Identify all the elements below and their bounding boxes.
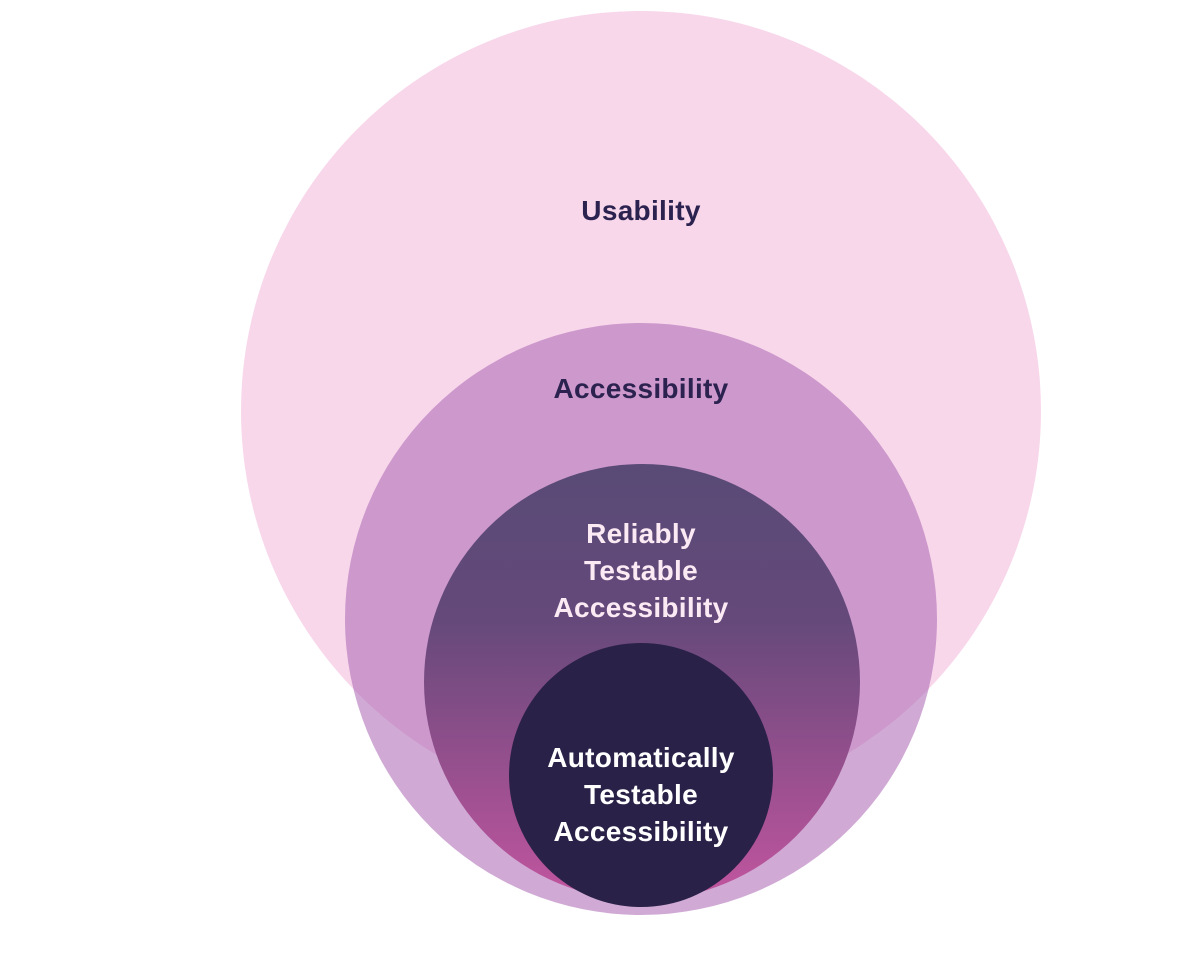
automatically-testable-accessibility-label: Automatically Testable Accessibility <box>341 739 941 850</box>
automatically-label-line-3: Accessibility <box>553 816 729 847</box>
reliably-testable-accessibility-label: Reliably Testable Accessibility <box>341 515 941 626</box>
reliably-label-line-1: Reliably <box>586 518 696 549</box>
usability-label: Usability <box>341 192 941 229</box>
automatically-label-line-2: Testable <box>584 779 698 810</box>
reliably-label-line-2: Testable <box>584 555 698 586</box>
accessibility-label: Accessibility <box>341 370 941 407</box>
usability-label-line: Usability <box>581 195 701 226</box>
reliably-label-line-3: Accessibility <box>553 592 729 623</box>
automatically-testable-accessibility-circle <box>509 643 773 907</box>
accessibility-label-line: Accessibility <box>553 373 729 404</box>
automatically-label-line-1: Automatically <box>547 742 735 773</box>
